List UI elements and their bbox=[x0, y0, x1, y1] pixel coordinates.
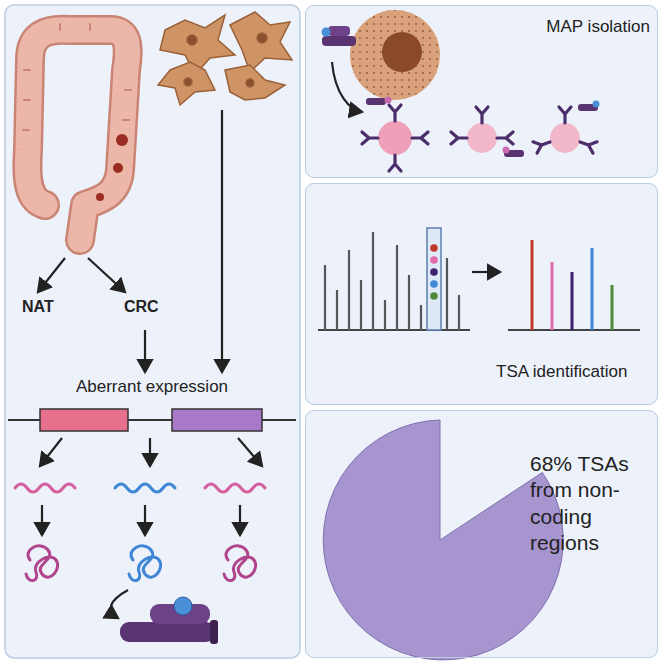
ms-spectra bbox=[318, 228, 640, 330]
panel: TSA identification bbox=[305, 183, 658, 405]
mrna bbox=[15, 484, 265, 492]
panel-title: MAP isolation bbox=[546, 16, 650, 37]
gene bbox=[8, 409, 296, 431]
left-panel bbox=[5, 5, 300, 658]
panel-title: 68% TSAs from non-coding regions bbox=[530, 451, 650, 556]
panel-ground bbox=[305, 183, 658, 405]
label: Aberrant expression bbox=[74, 377, 230, 397]
panel-title: TSA identification bbox=[496, 361, 627, 382]
pie-slice bbox=[323, 420, 563, 660]
flow-arrows bbox=[38, 110, 262, 618]
label: NAT bbox=[20, 298, 56, 316]
cells bbox=[158, 12, 292, 105]
mhc-molecule bbox=[120, 597, 218, 644]
proteins bbox=[26, 546, 256, 581]
panel: MAP isolation bbox=[305, 5, 658, 178]
panel-ground bbox=[305, 5, 658, 178]
panel: 68% TSAs from non-coding regions bbox=[305, 410, 658, 658]
colon bbox=[23, 24, 131, 240]
label: CRC bbox=[122, 298, 161, 316]
